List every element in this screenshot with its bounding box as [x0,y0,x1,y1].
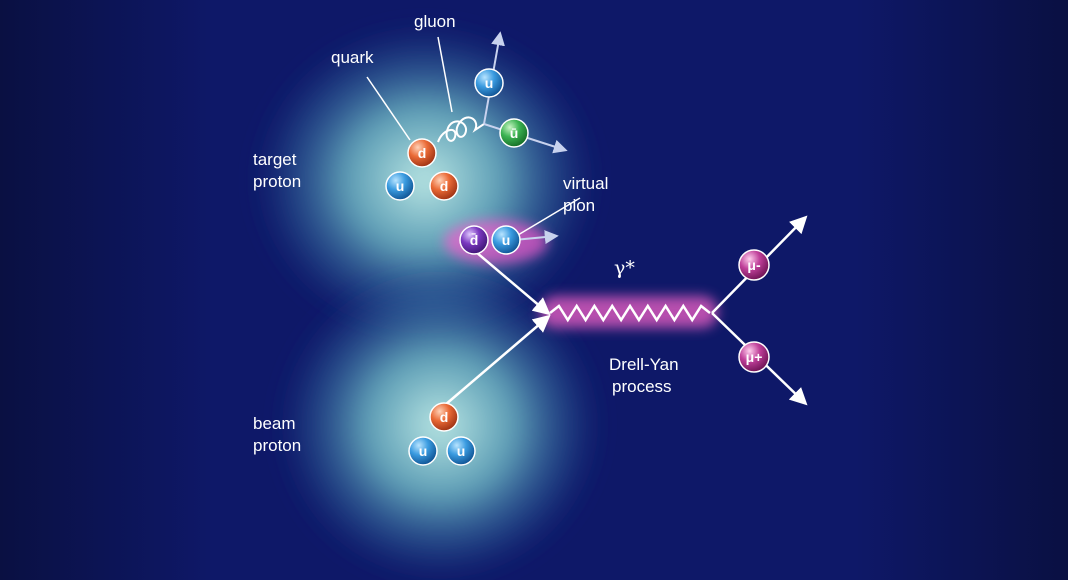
pion-anti-d-quark: d̄ [459,225,489,255]
gluon-line [437,116,485,143]
target-proton-d-quark-top: d [407,138,437,168]
quark-symbol: d̄ [470,231,479,248]
target-proton-label-line2: proton [253,172,302,191]
virtual-pion-pointer-line [517,197,581,236]
pion-u-quark: u [491,225,521,255]
pion-u-quark-path [513,230,559,245]
quark-symbol: u [485,75,494,91]
muon-symbol: μ+ [746,349,763,365]
target-proton-label-line1: target [253,150,297,169]
beam-proton-label-line2: proton [253,436,302,455]
beam-proton-label-line1: beam [253,414,296,433]
virtual-pion-label-line1: virtual [563,174,609,193]
photon-glow [540,296,718,328]
quark-pointer-line [366,76,411,141]
gluon-pointer-line [437,36,453,113]
gluon-anti-u-quark: ū [499,118,529,148]
quark-symbol: u [396,178,405,194]
drell-yan-label-line2: process [612,377,672,396]
beam-d-incoming-line [444,314,551,406]
beam-proton-u-quark-left: u [408,436,438,466]
virtual-photon-label: γ* [614,257,635,279]
quark-symbol: d [418,145,427,161]
quark-symbol: u [502,232,511,248]
quark-label: quark [331,48,374,67]
quark-symbol: ū [510,125,519,141]
quark-symbol: u [419,443,428,459]
drell-yan-label-line1: Drell-Yan [609,355,679,374]
gluon-label: gluon [414,12,456,31]
gluon-u-quark: u [474,68,504,98]
target-proton-d-quark-bottom: d [429,171,459,201]
beam-proton-d-quark: d [429,402,459,432]
virtual-pion-label-line2: pion [563,196,596,215]
beam-proton-u-quark-right: u [446,436,476,466]
virtual-photon-line [549,303,711,323]
quark-symbol: d [440,178,449,194]
target-proton-u-quark: u [385,171,415,201]
quark-symbol: u [457,443,466,459]
quark-symbol: d [440,409,449,425]
mu-minus-particle: μ- [738,249,770,281]
mu-plus-particle: μ+ [738,341,770,373]
muon-symbol: μ- [747,257,761,273]
anti-d-incoming-line [475,251,551,316]
